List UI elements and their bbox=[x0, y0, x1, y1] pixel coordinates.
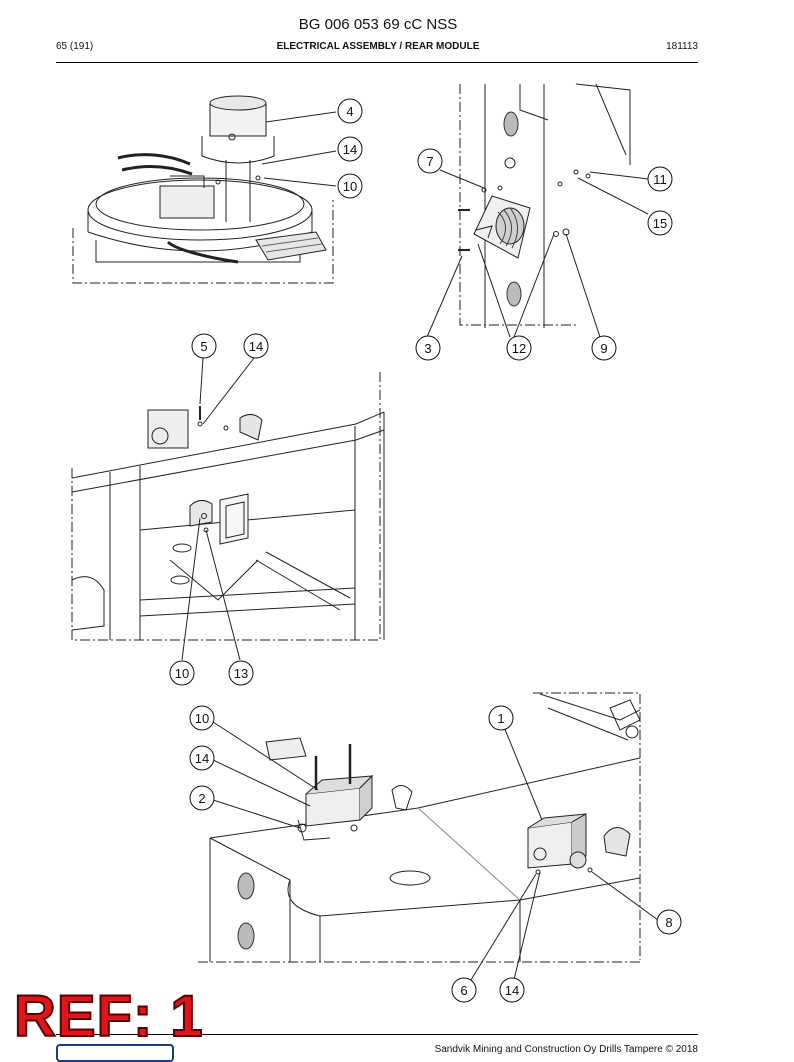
callout-label: 14 bbox=[249, 339, 263, 354]
callout-label: 12 bbox=[512, 341, 526, 356]
reference-stamp: REF: 1 bbox=[13, 984, 204, 1049]
page-number: 65 (191) bbox=[56, 41, 94, 52]
callout-label: 14 bbox=[343, 142, 357, 157]
callout-label: 6 bbox=[460, 983, 467, 998]
view-top-left-illustration bbox=[72, 95, 337, 284]
callout-label: 8 bbox=[665, 915, 672, 930]
callout-label: 11 bbox=[653, 172, 667, 187]
view-middle-illustration bbox=[71, 357, 385, 661]
document-code: BG 006 053 69 cC NSS bbox=[298, 16, 458, 33]
callout-label: 2 bbox=[198, 791, 205, 806]
callout-label: 10 bbox=[195, 711, 209, 726]
view-top-right-illustration bbox=[426, 83, 649, 338]
callout-label: 14 bbox=[505, 983, 519, 998]
callout-label: 5 bbox=[200, 339, 207, 354]
callout-label: 13 bbox=[234, 666, 248, 681]
view-bottom-illustration bbox=[198, 692, 659, 989]
callout-label: 4 bbox=[346, 104, 353, 119]
callout-label: 1 bbox=[497, 711, 504, 726]
footer-rule bbox=[56, 1034, 698, 1035]
callout-label: 10 bbox=[175, 666, 189, 681]
header-rule bbox=[56, 62, 698, 63]
callout-label: 7 bbox=[426, 154, 433, 169]
document-date: 181113 bbox=[666, 41, 698, 52]
callout-label: 15 bbox=[653, 216, 667, 231]
callout-label: 9 bbox=[600, 341, 607, 356]
footer-copyright: Sandvik Mining and Construction Oy Drill… bbox=[434, 1044, 698, 1055]
section-title: ELECTRICAL ASSEMBLY / REAR MODULE bbox=[276, 41, 480, 52]
callout-label: 3 bbox=[424, 341, 431, 356]
callout-label: 14 bbox=[195, 751, 209, 766]
callout-label: 10 bbox=[343, 179, 357, 194]
